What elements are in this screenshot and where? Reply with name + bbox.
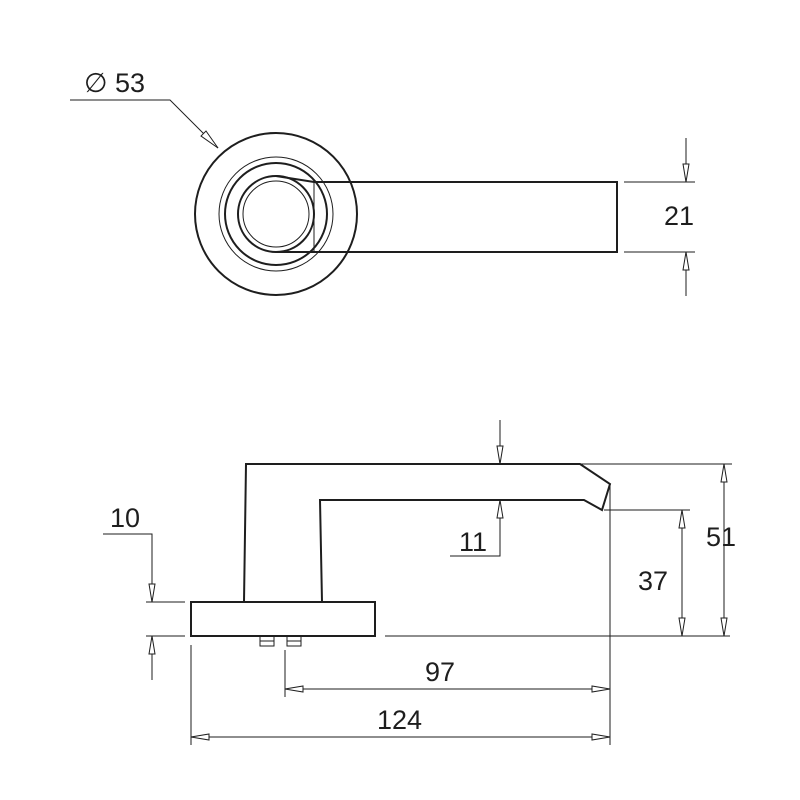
- lever-neck-circle: [237, 175, 315, 253]
- dim-10-upper-arrow: [148, 583, 156, 603]
- dim-21-lower-arrow: [682, 251, 690, 271]
- dim-51-top-arrow: [720, 463, 728, 483]
- dim-97-right-arrow: [591, 685, 611, 693]
- dim-124-left-arrow: [190, 733, 210, 741]
- side-view: 10 11 37 51 97 124: [103, 420, 736, 745]
- dim-11-label: 11: [459, 527, 487, 557]
- lever-neck-inner-circle: [242, 180, 310, 248]
- rose-plate: [190, 601, 376, 637]
- dim-124-label: 124: [377, 705, 422, 735]
- dim-11-lower-arrow: [496, 499, 504, 519]
- lever-arm-top-view: [275, 175, 618, 253]
- diameter-leader-line: [70, 99, 219, 149]
- dim-97-label: 97: [425, 657, 455, 687]
- dim-11-leader: [450, 500, 501, 557]
- diameter-symbol: ∅: [84, 68, 108, 98]
- lever-profile-side: [243, 463, 612, 603]
- dim-37-bottom-arrow: [678, 617, 686, 637]
- top-view: ∅ 53 21: [70, 68, 695, 296]
- dim-97-left-arrow: [284, 685, 304, 693]
- rose-outer-circle: [194, 132, 358, 296]
- dim-11-upper-arrow: [496, 445, 504, 465]
- diameter-label: 53: [115, 68, 145, 98]
- dim-51-bottom-arrow: [720, 617, 728, 637]
- dim-21-upper-arrow: [682, 163, 690, 183]
- dim-124-right-arrow: [591, 733, 611, 741]
- diameter-leader-arrow: [200, 130, 219, 149]
- dim-10-lower-arrow: [148, 635, 156, 655]
- dim-51-label: 51: [706, 522, 736, 552]
- dim-37-label: 37: [638, 566, 668, 596]
- dim-10-leader: [103, 533, 153, 602]
- dim-37-top-arrow: [678, 509, 686, 529]
- rose-inner-circle: [218, 156, 334, 272]
- rose-collar-circle: [224, 162, 328, 266]
- dim-21-label: 21: [664, 201, 694, 231]
- dim-10-label: 10: [110, 503, 140, 533]
